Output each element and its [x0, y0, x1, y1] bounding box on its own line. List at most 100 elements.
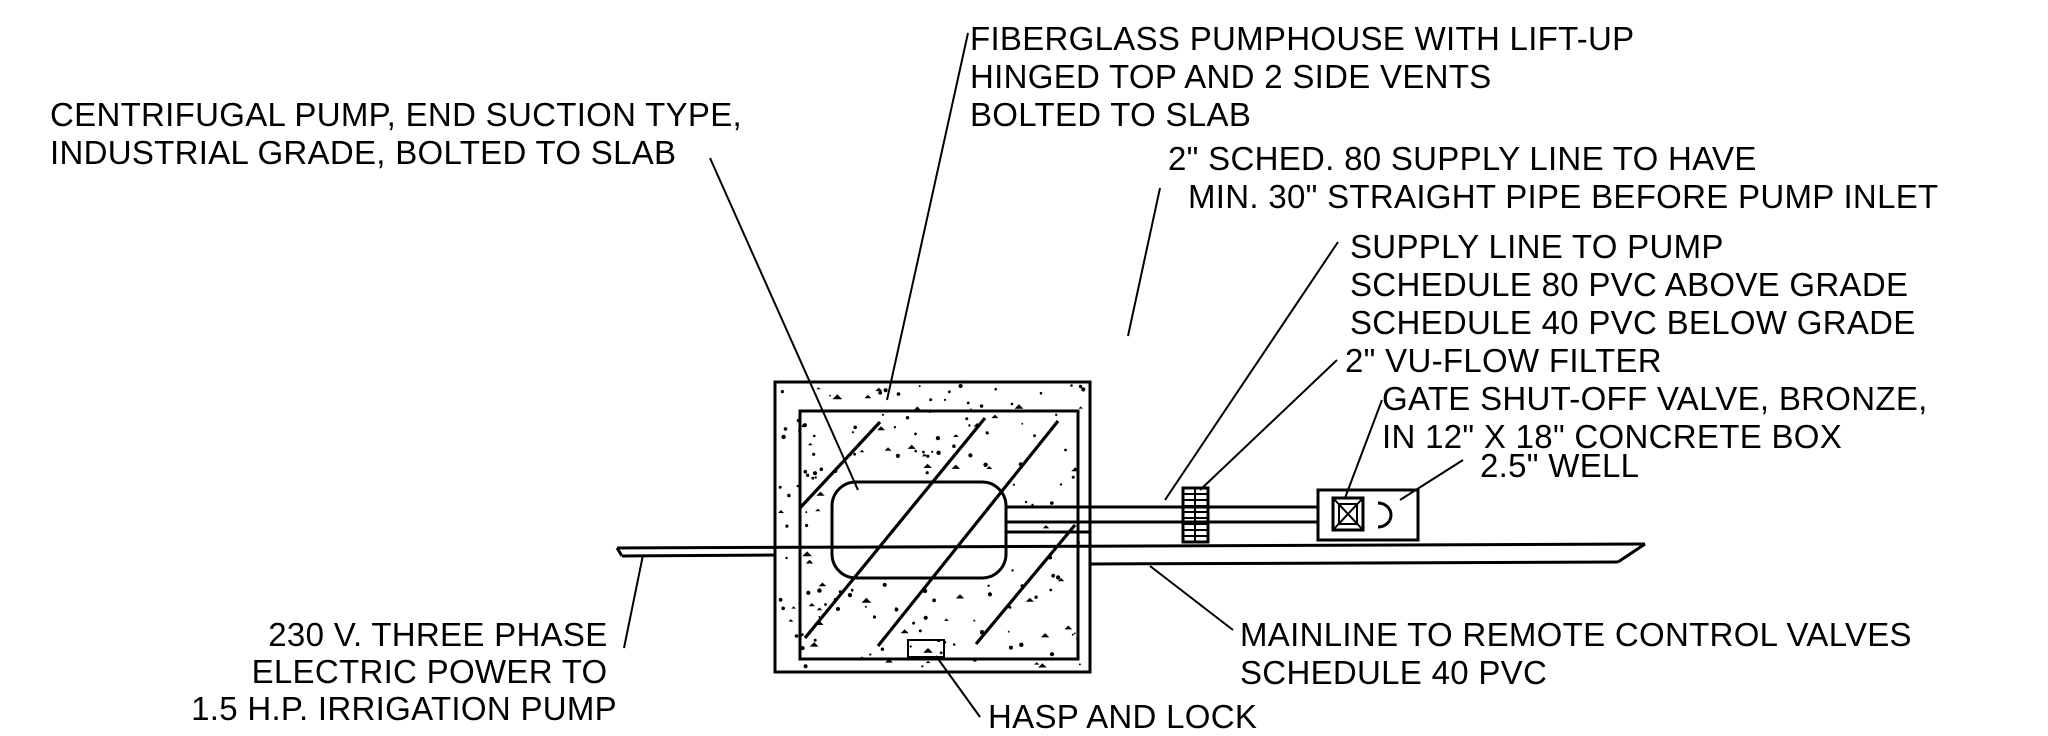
concrete-speck — [785, 556, 788, 560]
concrete-aggregate — [791, 606, 796, 609]
concrete-speck — [1055, 575, 1061, 580]
label-pump-line-2: INDUSTRIAL GRADE, BOLTED TO SLAB — [50, 134, 676, 171]
concrete-aggregate — [921, 453, 928, 457]
concrete-speck — [914, 432, 917, 436]
concrete-speck — [979, 404, 984, 408]
well-symbol — [1377, 501, 1393, 529]
concrete-speck — [794, 634, 799, 638]
concrete-speck — [905, 416, 910, 420]
concrete-aggregate — [951, 464, 961, 469]
concrete-speck — [893, 426, 897, 429]
concrete-speck — [824, 603, 827, 606]
concrete-speck — [869, 653, 872, 656]
concrete-speck — [1008, 645, 1013, 650]
concrete-aggregate — [1034, 662, 1040, 665]
label-supply-line: SUPPLY LINE TO PUMP SCHEDULE 80 PVC ABOV… — [1350, 228, 1918, 341]
concrete-speck — [1059, 483, 1063, 486]
label-pumphouse: FIBERGLASS PUMPHOUSE WITH LIFT-UP HINGED… — [970, 20, 1643, 133]
concrete-speck — [939, 651, 943, 655]
label-supply-line-line-2: SCHEDULE 80 PVC ABOVE GRADE — [1350, 266, 1908, 303]
concrete-speck — [881, 413, 885, 416]
concrete-speck — [801, 424, 805, 428]
concrete-speck — [883, 388, 888, 393]
concrete-speck — [921, 665, 924, 668]
label-pumphouse-line-1: FIBERGLASS PUMPHOUSE WITH LIFT-UP — [970, 20, 1634, 57]
concrete-speck — [968, 453, 973, 458]
concrete-speck — [1071, 633, 1074, 636]
concrete-speck — [803, 469, 808, 474]
concrete-speck — [785, 524, 789, 528]
concrete-speck — [985, 431, 989, 435]
concrete-aggregate — [923, 463, 932, 468]
concrete-speck — [813, 638, 817, 642]
concrete-speck — [1081, 387, 1086, 392]
concrete-speck — [781, 434, 786, 440]
label-valve: GATE SHUT-OFF VALVE, BRONZE, IN 12" X 18… — [1382, 380, 1937, 455]
concrete-valve-box — [1316, 488, 1420, 542]
concrete-speck — [812, 452, 816, 456]
label-well: 2.5" WELL — [1480, 447, 1639, 484]
concrete-speck — [787, 493, 791, 498]
concrete-speck — [805, 473, 810, 477]
concrete-speck — [948, 390, 951, 394]
concrete-aggregate — [815, 508, 821, 512]
concrete-aggregate — [778, 510, 784, 513]
concrete-aggregate — [808, 603, 815, 607]
concrete-speck — [952, 444, 956, 449]
concrete-speck — [1031, 503, 1034, 507]
concrete-speck — [965, 417, 969, 421]
concrete-speck — [806, 590, 811, 595]
concrete-speck — [1010, 402, 1014, 406]
centrifugal-pump — [830, 480, 1008, 580]
concrete-aggregate — [1064, 625, 1073, 630]
concrete-slab — [773, 380, 1092, 674]
concrete-speck — [1011, 569, 1014, 572]
concrete-speck — [931, 450, 934, 453]
concrete-aggregate — [1057, 578, 1065, 582]
supply-line-pipe — [1006, 505, 1318, 534]
concrete-speck — [923, 615, 928, 620]
concrete-speck — [1050, 501, 1054, 505]
concrete-speck — [1074, 632, 1076, 635]
concrete-speck — [783, 427, 788, 431]
concrete-aggregate — [885, 658, 893, 663]
concrete-speck — [980, 632, 983, 635]
concrete-speck — [926, 454, 930, 458]
concrete-speck — [912, 621, 916, 625]
gate-valve-symbol — [1331, 496, 1365, 532]
concrete-speck — [918, 629, 922, 633]
concrete-aggregate — [953, 434, 959, 437]
concrete-speck — [812, 471, 818, 476]
label-supply-line-line-1: SUPPLY LINE TO PUMP — [1350, 228, 1723, 265]
label-power-line-1: 230 V. THREE PHASE — [268, 616, 607, 653]
concrete-speck — [778, 597, 783, 602]
concrete-aggregate — [955, 594, 965, 599]
concrete-speck — [968, 424, 971, 427]
concrete-aggregate — [864, 394, 872, 399]
concrete-speck — [914, 449, 917, 453]
concrete-speck — [896, 392, 901, 396]
label-mainline-line-1: MAINLINE TO REMOTE CONTROL VALVES — [1240, 616, 1912, 653]
concrete-aggregate — [809, 642, 819, 647]
concrete-speck — [878, 390, 883, 395]
label-power-line-3: 1.5 H.P. IRRIGATION PUMP — [191, 690, 617, 727]
concrete-speck — [987, 592, 993, 597]
concrete-speck — [987, 584, 990, 587]
concrete-aggregate — [925, 660, 931, 664]
concrete-speck — [800, 646, 805, 651]
concrete-speck — [1033, 434, 1036, 438]
concrete-speck — [803, 664, 808, 669]
concrete-speck — [853, 452, 856, 456]
concrete-speck — [847, 593, 853, 598]
concrete-aggregate — [914, 406, 921, 410]
concrete-aggregate — [802, 551, 813, 557]
concrete-aggregate — [923, 648, 933, 653]
concrete-aggregate — [1042, 525, 1050, 529]
concrete-speck — [781, 606, 785, 611]
concrete-speck — [958, 383, 963, 389]
concrete-speck — [922, 450, 925, 454]
concrete-speck — [1049, 588, 1053, 592]
concrete-aggregate — [944, 618, 949, 621]
concrete-aggregate — [1025, 597, 1034, 602]
concrete-speck — [778, 485, 782, 489]
